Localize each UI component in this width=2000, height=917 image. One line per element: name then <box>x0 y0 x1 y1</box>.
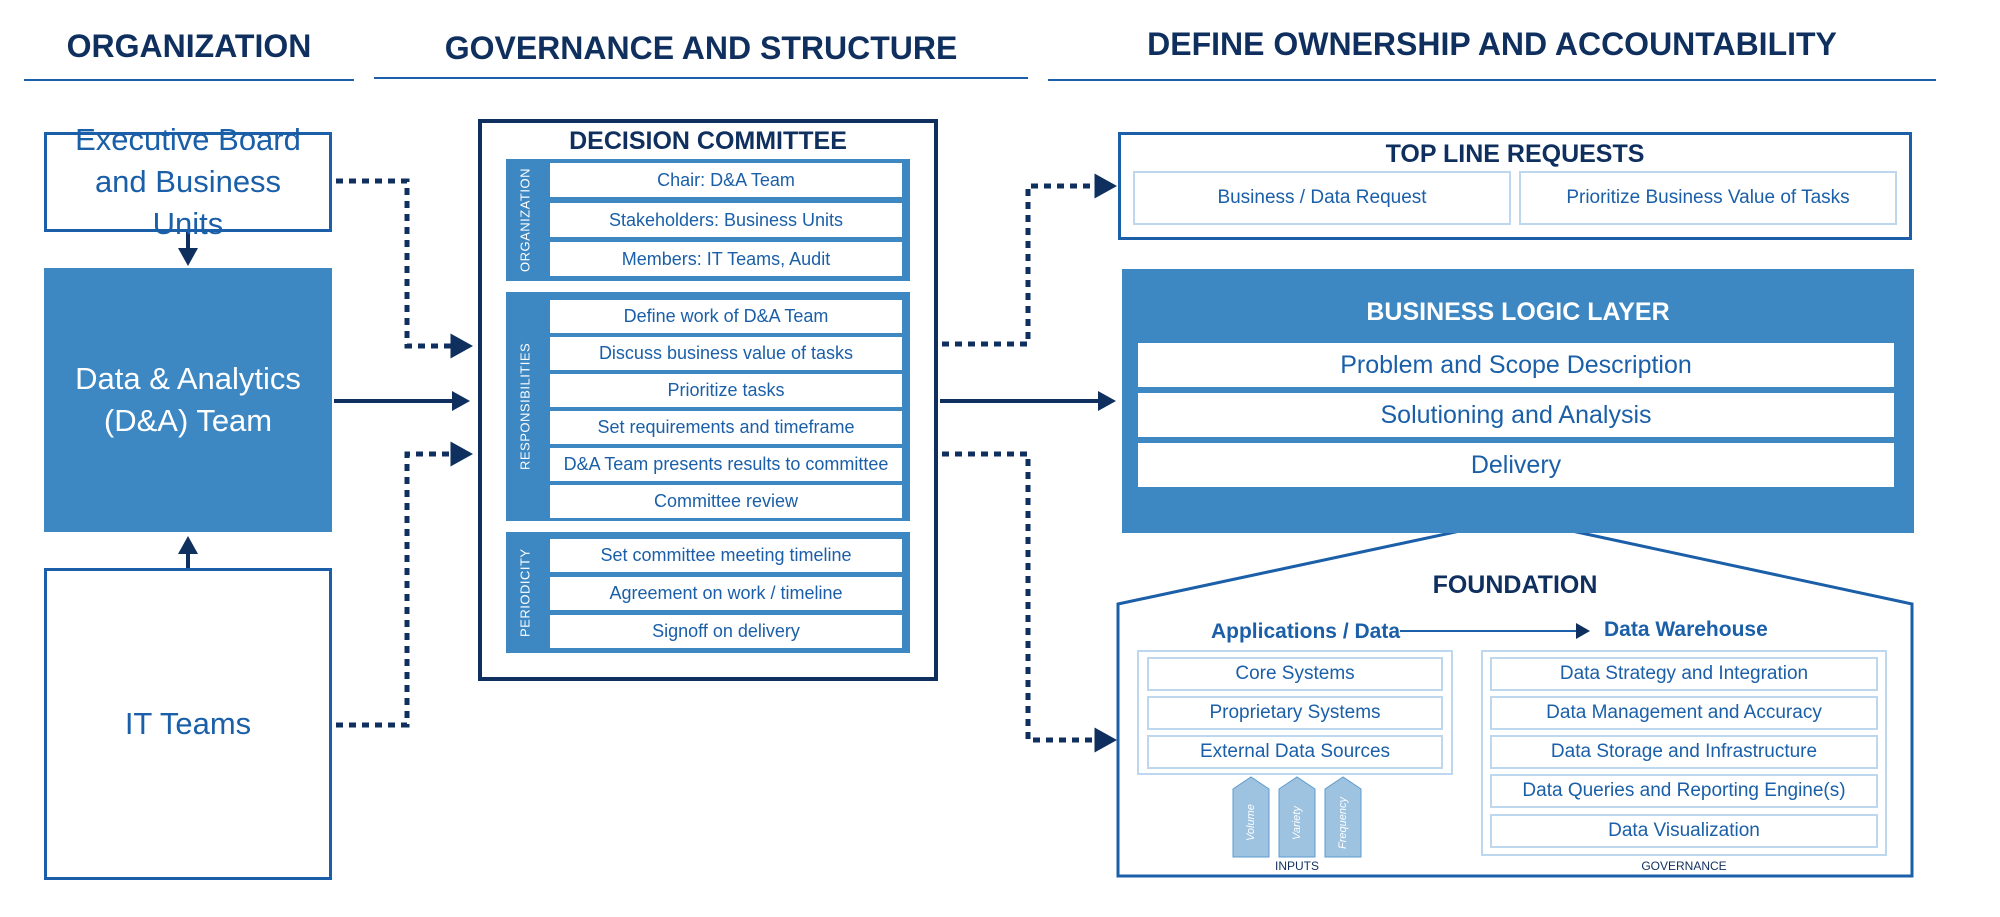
applications-data-label: Applications / Data <box>1210 620 1400 643</box>
governance-label: GOVERNANCE <box>1641 859 1727 873</box>
input-label: Volume <box>1245 804 1257 842</box>
data-warehouse-item: Data Storage and Infrastructure <box>1490 735 1878 769</box>
header-governance: GOVERNANCE AND STRUCTURE <box>444 30 958 66</box>
top-line-item: Prioritize Business Value of Tasks <box>1519 171 1897 225</box>
data-warehouse-box <box>1481 650 1887 856</box>
business-logic-layer-title: BUSINESS LOGIC LAYER <box>1366 298 1670 326</box>
committee-item: Discuss business value of tasks <box>550 337 902 370</box>
business-logic-item: Problem and Scope Description <box>1138 343 1894 387</box>
committee-item: Define work of D&A Team <box>550 300 902 333</box>
application-item: Core Systems <box>1147 657 1443 691</box>
header-organization-rule <box>24 79 354 81</box>
dotted-committee-to-foundation <box>942 451 1117 753</box>
input-shape-volume <box>1232 776 1270 858</box>
committee-item: Prioritize tasks <box>550 374 902 407</box>
decision-committee-title: DECISION COMMITTEE <box>569 127 847 155</box>
foundation-title: FOUNDATION <box>1432 571 1598 599</box>
committee-item: Members: IT Teams, Audit <box>550 242 902 276</box>
application-item: External Data Sources <box>1147 735 1443 769</box>
da-team-box: Data & Analytics (D&A) Team <box>44 268 332 532</box>
committee-item: Committee review <box>550 485 902 518</box>
data-warehouse-label: Data Warehouse <box>1604 618 1768 641</box>
business-logic-item: Delivery <box>1138 443 1894 487</box>
data-warehouse-item: Data Queries and Reporting Engine(s) <box>1490 774 1878 808</box>
input-shape-variety <box>1278 776 1316 858</box>
dotted-exec-to-committee <box>336 178 473 359</box>
committee-item: Agreement on work / timeline <box>550 577 902 610</box>
application-item: Proprietary Systems <box>1147 696 1443 730</box>
input-label: Variety <box>1291 806 1303 840</box>
top-line-requests-title: TOP LINE REQUESTS <box>1385 140 1645 168</box>
data-warehouse-item: Data Management and Accuracy <box>1490 696 1878 730</box>
top-line-requests-box <box>1118 132 1912 240</box>
committee-item: Signoff on delivery <box>550 615 902 648</box>
committee-item: Set committee meeting timeline <box>550 539 902 572</box>
data-warehouse-item: Data Strategy and Integration <box>1490 657 1878 691</box>
committee-item: Stakeholders: Business Units <box>550 203 902 237</box>
da-team-line1: Data & Analytics <box>75 361 301 396</box>
input-shape-frequency <box>1324 776 1362 858</box>
inputs-label: INPUTS <box>1274 859 1319 873</box>
top-line-item: Business / Data Request <box>1133 171 1511 225</box>
applications-box <box>1137 650 1453 775</box>
committee-item: Chair: D&A Team <box>550 163 902 197</box>
dotted-committee-to-topline <box>942 173 1117 347</box>
input-label: Frequency <box>1337 797 1349 849</box>
it-teams-box: IT Teams <box>44 568 332 880</box>
header-organization: ORGANIZATION <box>66 28 312 64</box>
header-ownership: DEFINE OWNERSHIP AND ACCOUNTABILITY <box>1147 26 1837 62</box>
header-governance-rule <box>374 77 1028 79</box>
header-ownership-rule <box>1048 79 1936 81</box>
committee-item: D&A Team presents results to committee <box>550 448 902 481</box>
da-team-line2: (D&A) Team <box>103 403 273 438</box>
committee-item: Set requirements and timeframe <box>550 411 902 444</box>
data-warehouse-item: Data Visualization <box>1490 814 1878 848</box>
business-logic-item: Solutioning and Analysis <box>1138 393 1894 437</box>
